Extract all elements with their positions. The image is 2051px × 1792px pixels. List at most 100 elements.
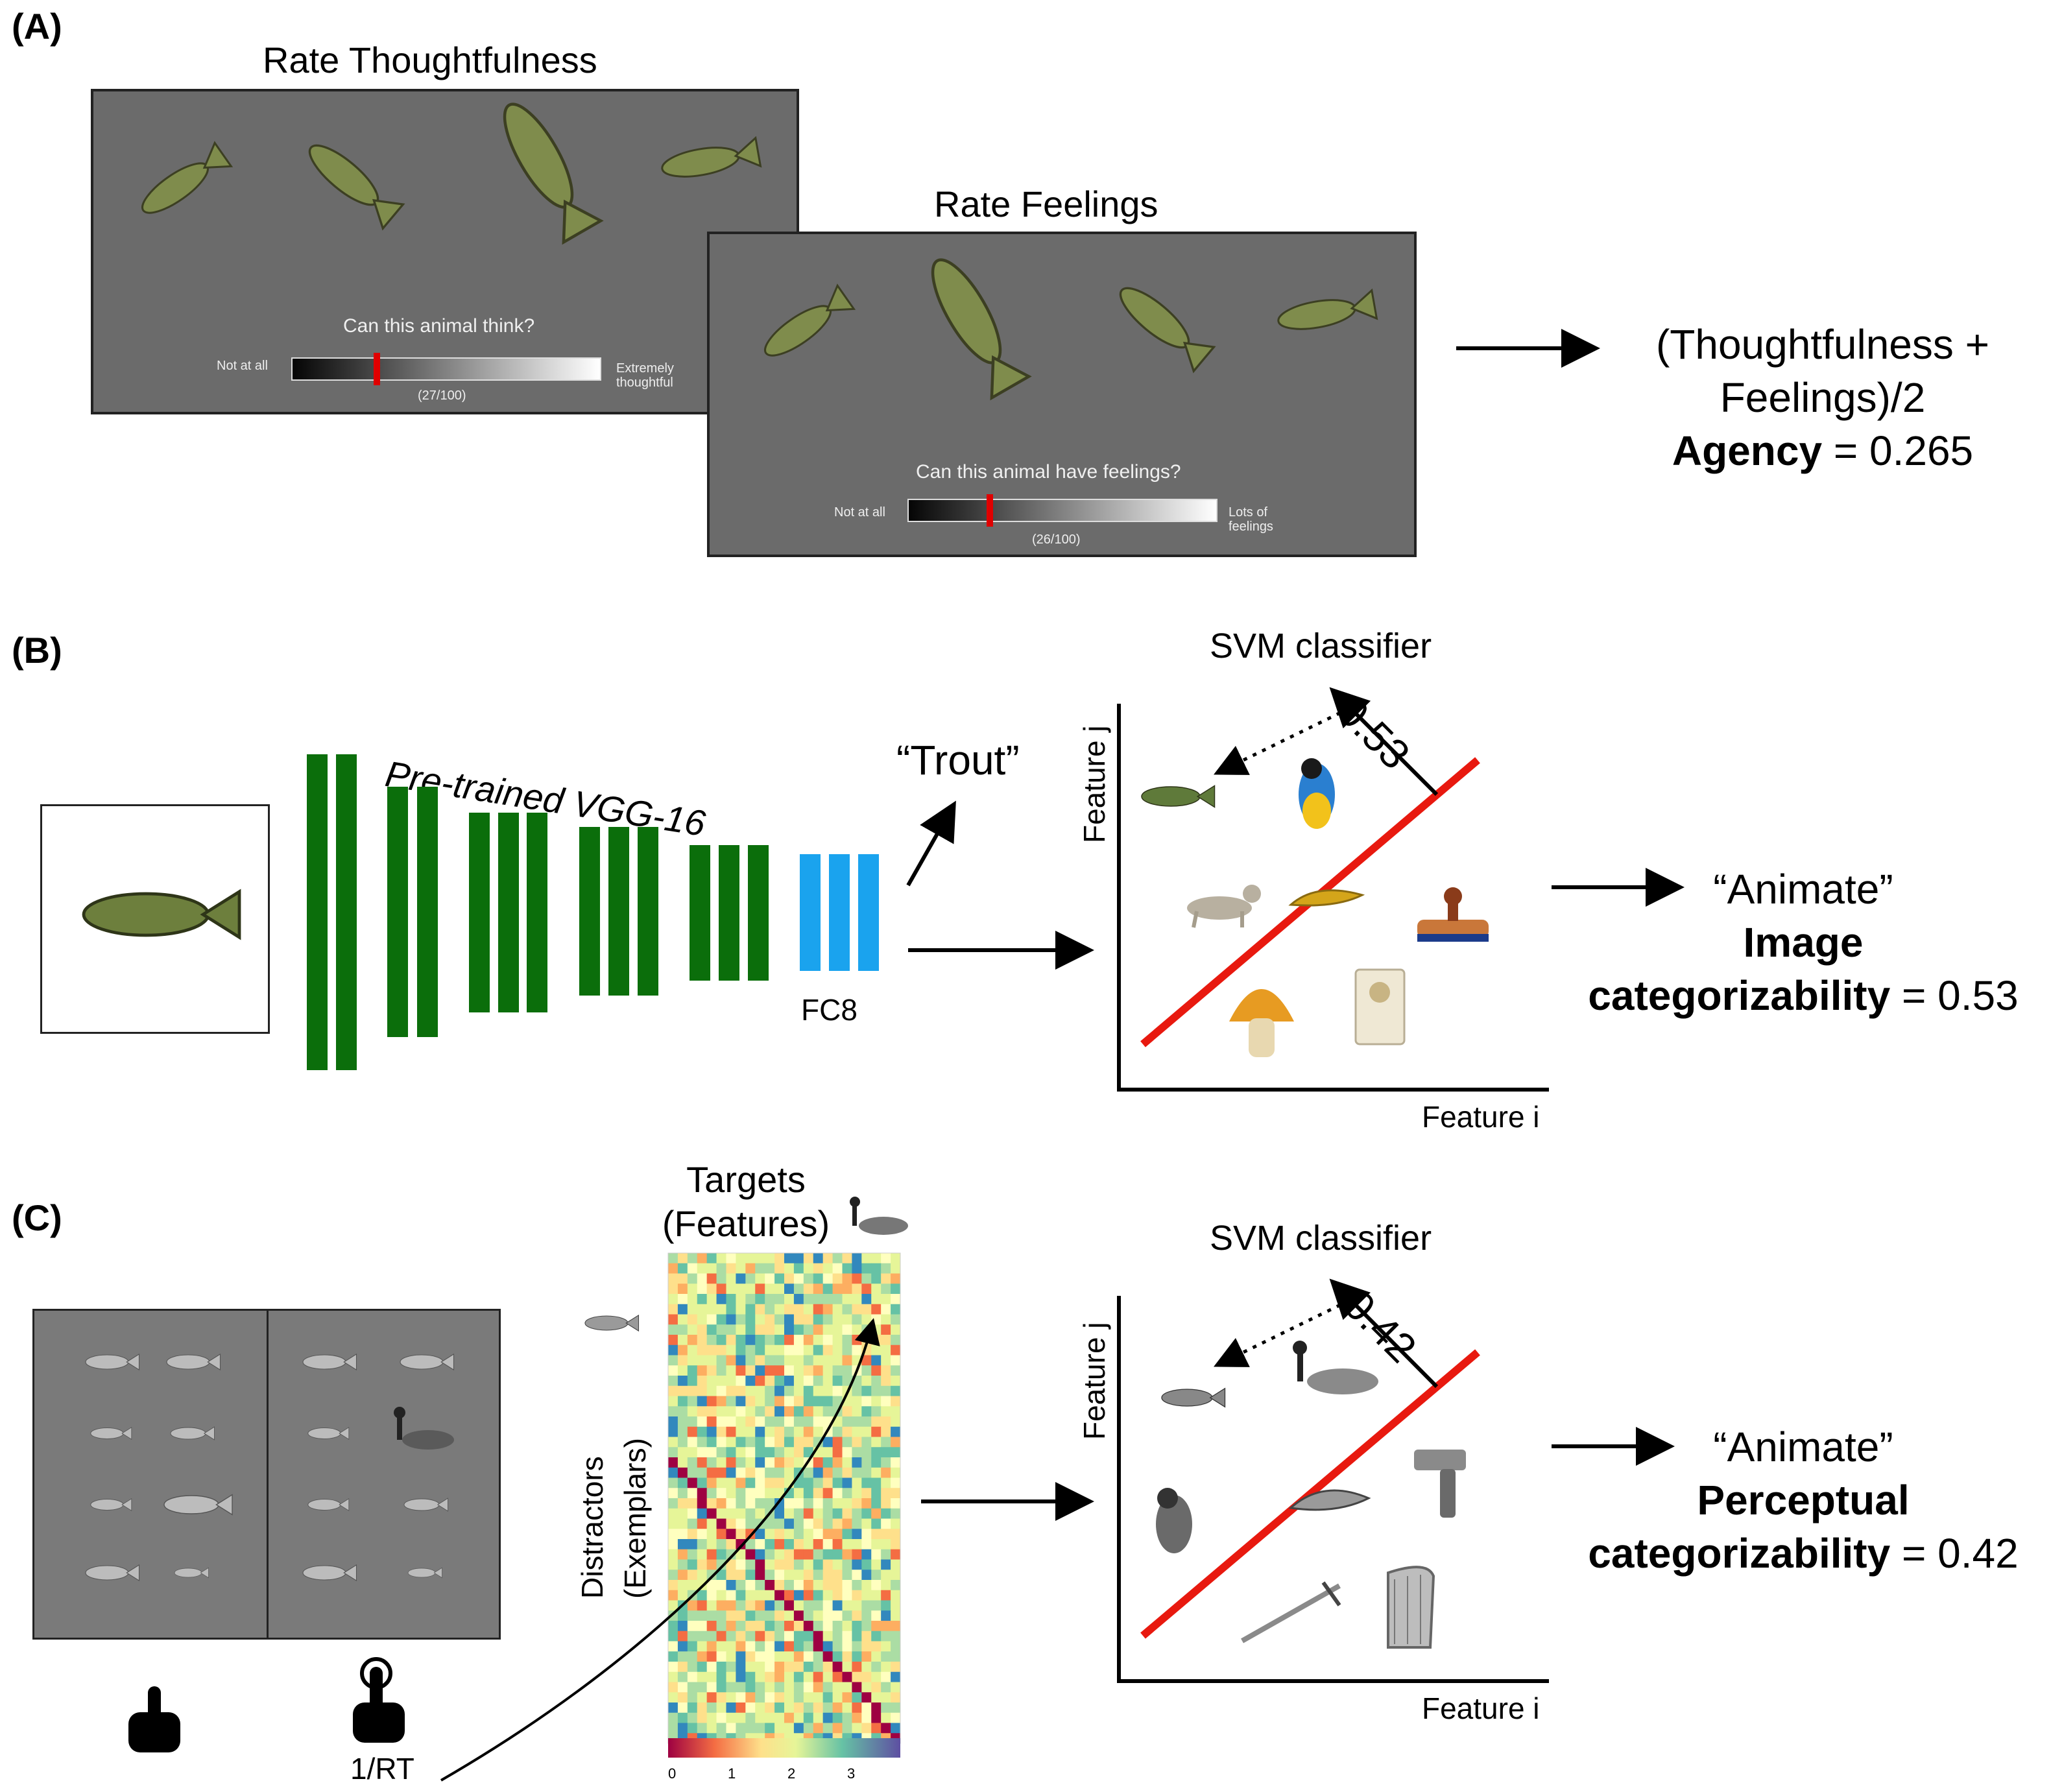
matrix-cell bbox=[822, 1467, 834, 1478]
matrix-cell bbox=[755, 1426, 765, 1437]
matrix-cell bbox=[774, 1365, 785, 1376]
matrix-cell bbox=[852, 1396, 862, 1407]
matrix-cell bbox=[861, 1447, 872, 1458]
matrix-cell bbox=[755, 1477, 765, 1488]
matrix-cell bbox=[668, 1600, 678, 1611]
matrix-cell bbox=[736, 1671, 746, 1682]
matrix-cell bbox=[822, 1355, 834, 1366]
thoughtfulness-slider[interactable] bbox=[291, 353, 601, 385]
matrix-cell bbox=[803, 1304, 814, 1315]
matrix-cell bbox=[891, 1539, 901, 1550]
matrix-cell bbox=[803, 1539, 814, 1550]
matrix-cell bbox=[765, 1263, 775, 1274]
matrix-cell bbox=[706, 1335, 717, 1346]
matrix-cell bbox=[677, 1467, 688, 1478]
matrix-cell bbox=[765, 1662, 775, 1673]
matrix-cell bbox=[793, 1273, 804, 1284]
matrix-cell bbox=[726, 1365, 736, 1376]
matrix-cell bbox=[677, 1712, 688, 1723]
matrix-cell bbox=[755, 1590, 765, 1601]
matrix-cell bbox=[842, 1273, 852, 1284]
matrix-cell bbox=[706, 1529, 717, 1540]
matrix-cell bbox=[745, 1712, 756, 1723]
matrix-cell bbox=[832, 1488, 843, 1499]
matrix-cell bbox=[822, 1508, 834, 1519]
matrix-cell bbox=[832, 1253, 843, 1264]
matrix-cell bbox=[822, 1610, 834, 1621]
matrix-cell bbox=[706, 1488, 717, 1499]
feelings-slider[interactable] bbox=[907, 494, 1217, 527]
matrix-cell bbox=[755, 1467, 765, 1478]
matrix-cell bbox=[745, 1702, 756, 1714]
matrix-cell bbox=[697, 1365, 708, 1376]
matrix-cell bbox=[765, 1590, 775, 1601]
matrix-cell bbox=[677, 1284, 688, 1295]
matrix-cell bbox=[668, 1365, 678, 1376]
matrix-cell bbox=[765, 1406, 775, 1417]
matrix-cell bbox=[755, 1284, 765, 1295]
matrix-cell bbox=[774, 1477, 785, 1488]
matrix-cell bbox=[745, 1273, 756, 1284]
matrix-cell bbox=[774, 1651, 785, 1662]
matrix-cell bbox=[891, 1385, 901, 1396]
matrix-cell bbox=[774, 1304, 785, 1315]
matrix-cell bbox=[832, 1457, 843, 1468]
matrix-cell bbox=[755, 1263, 765, 1274]
matrix-cell bbox=[677, 1426, 688, 1437]
matrix-cell bbox=[687, 1702, 698, 1714]
matrix-cell bbox=[803, 1518, 814, 1529]
matrix-cell bbox=[726, 1549, 736, 1560]
matrix-cell bbox=[813, 1702, 824, 1714]
matrix-cell bbox=[745, 1396, 756, 1407]
matrix-cell bbox=[706, 1651, 717, 1662]
matrix-cell bbox=[784, 1263, 795, 1274]
matrix-cell bbox=[861, 1457, 872, 1468]
matrix-cell bbox=[726, 1284, 736, 1295]
matrix-cell bbox=[793, 1529, 804, 1540]
matrix-cell bbox=[755, 1651, 765, 1662]
matrix-cell bbox=[677, 1355, 688, 1366]
matrix-cell bbox=[881, 1631, 891, 1642]
slider-marker[interactable] bbox=[374, 353, 380, 385]
trout-icon bbox=[1161, 1388, 1226, 1407]
matrix-cell bbox=[697, 1488, 708, 1499]
matrix-cell bbox=[793, 1570, 804, 1581]
matrix-cell bbox=[881, 1580, 891, 1591]
matrix-cell bbox=[687, 1559, 698, 1570]
matrix-cell bbox=[784, 1702, 795, 1714]
matrix-cell bbox=[861, 1631, 872, 1642]
matrix-cell bbox=[736, 1376, 746, 1387]
matrix-cell bbox=[861, 1539, 872, 1550]
matrix-cell bbox=[687, 1457, 698, 1468]
matrix-cell bbox=[774, 1529, 785, 1540]
matrix-cell bbox=[852, 1284, 862, 1295]
matrix-cell bbox=[765, 1631, 775, 1642]
matrix-cell bbox=[852, 1437, 862, 1448]
matrix-cell bbox=[716, 1621, 726, 1632]
matrix-cell bbox=[842, 1671, 852, 1682]
matrix-cell bbox=[832, 1671, 843, 1682]
matrix-cell bbox=[822, 1324, 834, 1335]
matrix-cell bbox=[755, 1539, 765, 1550]
matrix-cell bbox=[755, 1600, 765, 1611]
matrix-cell bbox=[832, 1702, 843, 1714]
matrix-cell bbox=[852, 1457, 862, 1468]
matrix-cell bbox=[852, 1263, 862, 1274]
matrix-cell bbox=[745, 1426, 756, 1437]
matrix-cell bbox=[716, 1365, 726, 1376]
input-image-frame bbox=[40, 804, 270, 1034]
matrix-cell bbox=[706, 1294, 717, 1305]
matrix-cell bbox=[822, 1590, 834, 1601]
matrix-cell bbox=[745, 1651, 756, 1662]
matrix-cell bbox=[716, 1426, 726, 1437]
matrix-cell bbox=[726, 1294, 736, 1305]
matrix-cell bbox=[803, 1426, 814, 1437]
matrix-cell bbox=[687, 1570, 698, 1581]
matrix-cell bbox=[736, 1324, 746, 1335]
matrix-cell bbox=[832, 1273, 843, 1284]
matrix-cell bbox=[881, 1621, 891, 1632]
slider-marker[interactable] bbox=[987, 494, 993, 527]
matrix-cell bbox=[832, 1335, 843, 1346]
matrix-cell bbox=[687, 1253, 698, 1264]
matrix-cell bbox=[881, 1355, 891, 1366]
